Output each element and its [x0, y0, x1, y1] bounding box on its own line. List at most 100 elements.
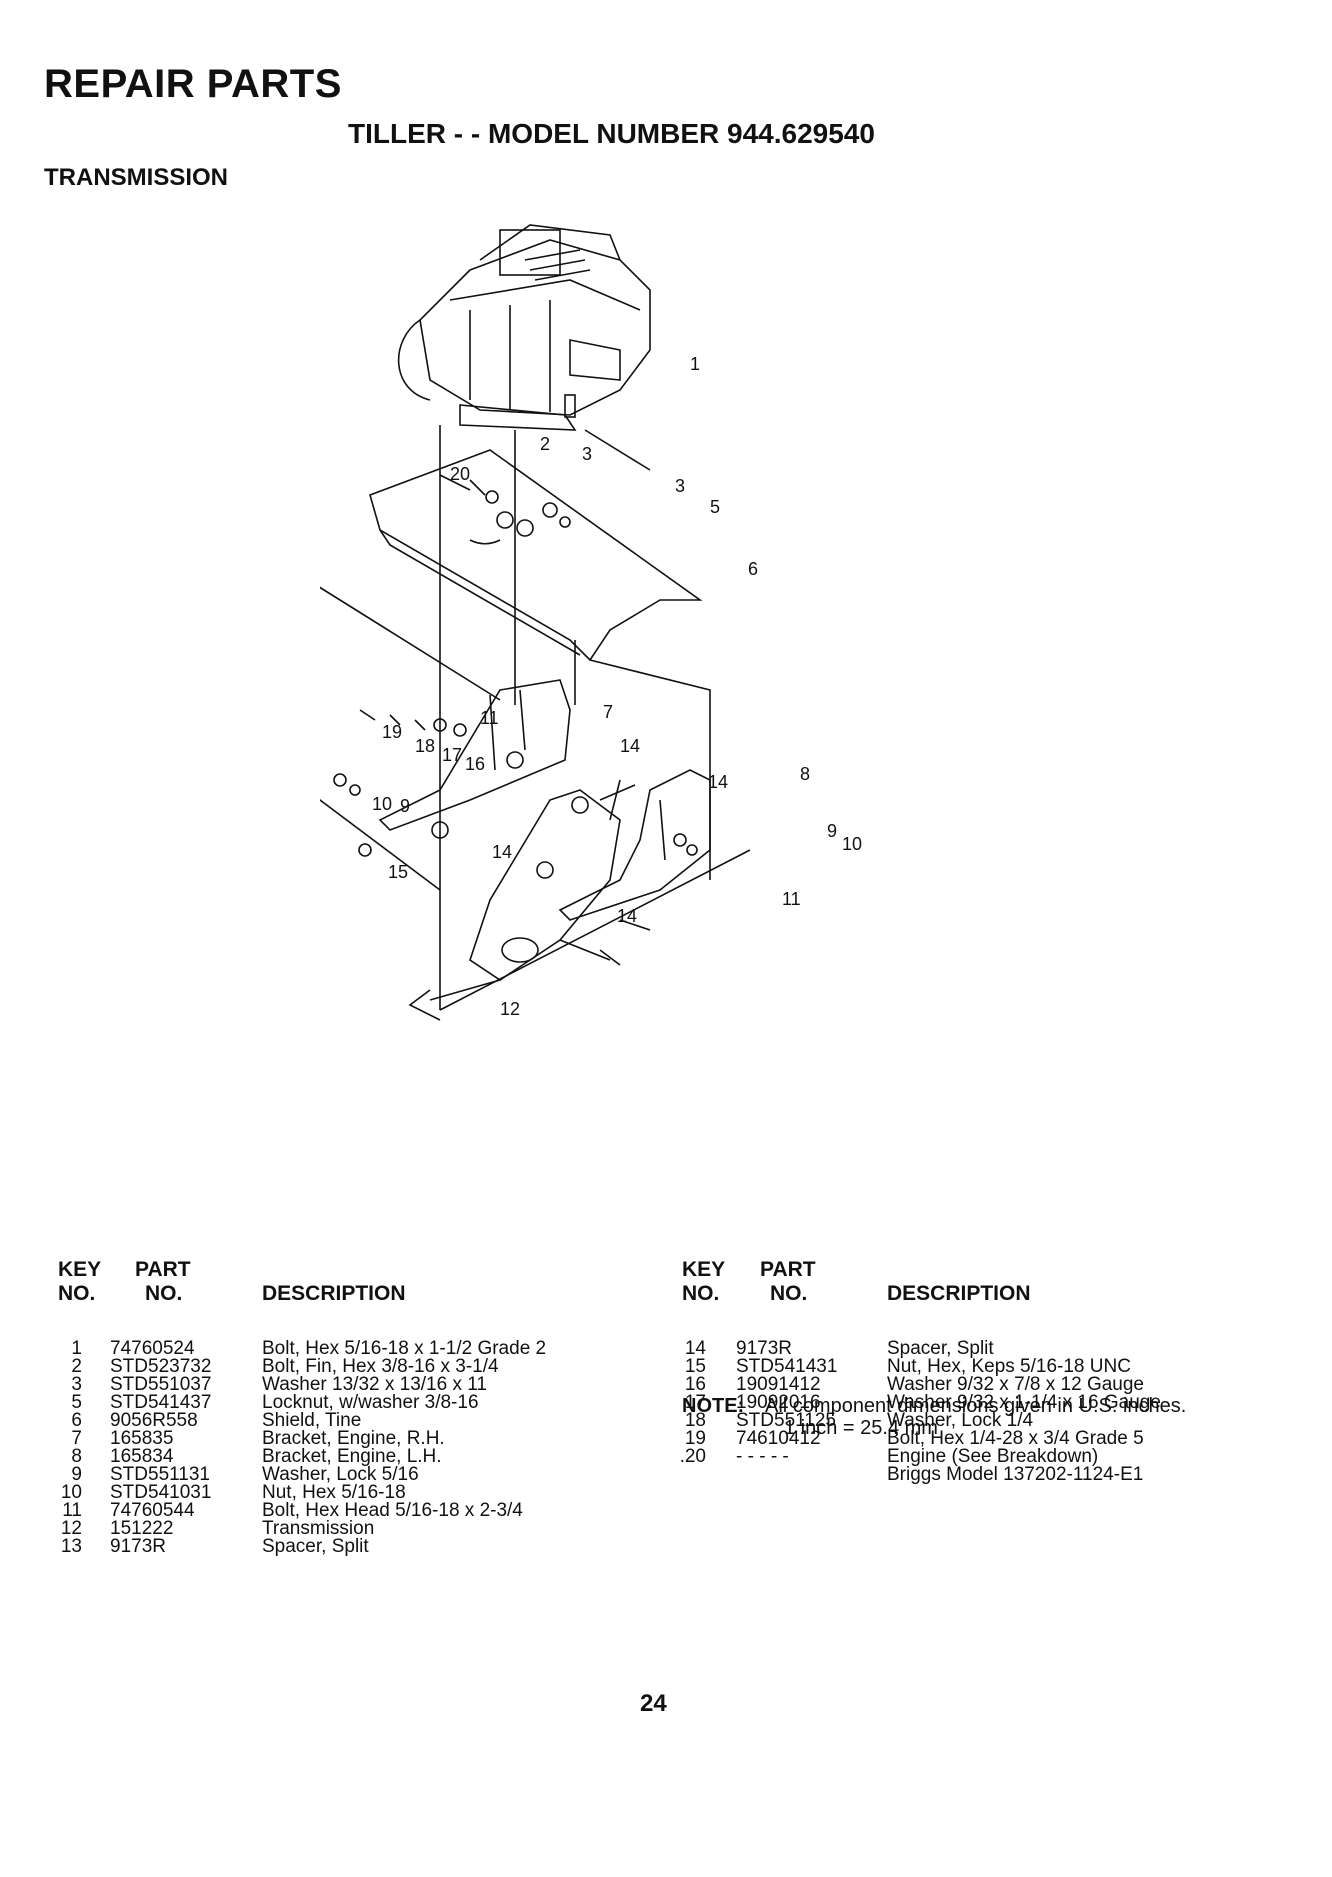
- left-part-header: PART NO.: [135, 1258, 191, 1305]
- part-number: STD541437: [110, 1392, 212, 1413]
- key-number: 2: [71, 1356, 82, 1377]
- key-number: 11: [62, 1500, 82, 1521]
- callout-15: 15: [388, 862, 408, 882]
- tine-shield-illustration: [369, 449, 703, 662]
- part-description: Spacer, Split: [887, 1338, 994, 1359]
- part-number: 19091412: [736, 1374, 821, 1395]
- exploded-parts-diagram: 1 2 3 3 5 6 7 8 9 9 10 10 11 11 12 14 14…: [320, 224, 862, 1021]
- section-title: TRANSMISSION: [44, 164, 229, 191]
- part-description: Bolt, Hex 5/16-18 x 1-1/2 Grade 2: [262, 1338, 547, 1359]
- key-number: 3: [71, 1374, 82, 1395]
- callout-5: 5: [710, 497, 720, 517]
- part-number: 165834: [110, 1446, 174, 1467]
- part-description: Locknut, w/washer 3/8-16: [262, 1392, 479, 1413]
- callout-11a: 11: [480, 708, 499, 728]
- part-number: 74760524: [110, 1338, 195, 1359]
- callout-16: 16: [465, 754, 485, 774]
- part-number: STD541031: [110, 1482, 212, 1503]
- right-part-header: PART NO.: [760, 1258, 816, 1305]
- callout-6: 6: [748, 559, 758, 579]
- callout-19: 19: [382, 722, 402, 742]
- callout-1: 1: [690, 354, 700, 374]
- part-description: Bolt, Fin, Hex 3/8-16 x 3-1/4: [262, 1356, 499, 1377]
- key-number: 16: [684, 1374, 706, 1395]
- callout-17: 17: [442, 745, 462, 765]
- note-label: NOTE:: [682, 1395, 745, 1417]
- key-number: 5: [71, 1392, 82, 1413]
- part-number: 9056R558: [110, 1410, 198, 1431]
- part-description: Washer 9/32 x 1-1/4 x 16 Gauge: [887, 1392, 1161, 1413]
- bracket-lh-illustration: [558, 769, 711, 921]
- part-description: Washer 13/32 x 13/16 x 11: [262, 1374, 487, 1395]
- part-description: Washer 9/32 x 7/8 x 12 Gauge: [887, 1374, 1145, 1395]
- key-number: 19: [684, 1428, 706, 1449]
- callout-3a: 3: [582, 444, 592, 464]
- part-number: 9173R: [110, 1536, 166, 1557]
- part-description: Washer, Lock 5/16: [262, 1464, 419, 1485]
- key-number: 7: [71, 1428, 82, 1449]
- key-number: 17: [684, 1392, 706, 1413]
- part-description: Bolt, Hex 1/4-28 x 3/4 Grade 5: [887, 1428, 1144, 1449]
- key-number: 6: [71, 1410, 82, 1431]
- right-key-header: KEY NO.: [682, 1258, 726, 1305]
- callout-14a: 14: [620, 736, 640, 756]
- callout-14c: 14: [492, 842, 512, 862]
- callout-9b: 9: [827, 821, 837, 841]
- part-description: Engine (See Breakdown): [887, 1446, 1099, 1467]
- key-number: .20: [679, 1446, 706, 1467]
- part-number: 9173R: [736, 1338, 792, 1359]
- note-line-2: 1 inch = 25.4 mm: [784, 1417, 938, 1439]
- part-description: Washer, Lock 1/4: [887, 1410, 1034, 1431]
- model-subtitle: TILLER - - MODEL NUMBER 944.629540: [348, 118, 875, 149]
- part-description: Bolt, Hex Head 5/16-18 x 2-3/4: [262, 1500, 523, 1521]
- part-number: 74760544: [110, 1500, 195, 1521]
- transmission-illustration: [408, 779, 636, 1021]
- key-number: 14: [684, 1338, 706, 1359]
- part-number: STD551131: [110, 1464, 210, 1485]
- left-key-header: KEY NO.: [58, 1258, 102, 1305]
- right-description-header: DESCRIPTION: [887, 1282, 1031, 1305]
- hardware-illustrations: [333, 394, 698, 931]
- part-description: Nut, Hex 5/16-18: [262, 1482, 406, 1503]
- callout-7: 7: [603, 702, 613, 722]
- part-number: STD551125: [736, 1410, 836, 1431]
- part-number: 74610412: [736, 1428, 821, 1449]
- part-description: Bracket, Engine, L.H.: [262, 1446, 442, 1467]
- key-number: 13: [60, 1536, 82, 1557]
- part-description: Shield, Tine: [262, 1410, 362, 1431]
- bracket-rh-illustration: [378, 679, 571, 831]
- key-number: 18: [684, 1410, 706, 1431]
- callout-20: 20: [450, 464, 470, 484]
- callout-3b: 3: [675, 476, 685, 496]
- part-number: STD523732: [110, 1356, 212, 1377]
- callout-2: 2: [540, 434, 550, 454]
- key-number: 8: [71, 1446, 82, 1467]
- callout-11b: 11: [782, 889, 801, 909]
- callout-14b: 14: [708, 772, 728, 792]
- part-number: 151222: [110, 1518, 174, 1539]
- page-number: 24: [640, 1690, 667, 1717]
- key-number: 9: [71, 1464, 82, 1485]
- callout-10a: 10: [372, 794, 392, 814]
- part-number: 165835: [110, 1428, 174, 1449]
- left-description-header: DESCRIPTION: [262, 1282, 406, 1305]
- callout-18: 18: [415, 736, 435, 756]
- callout-12: 12: [500, 999, 520, 1019]
- callout-14d: 14: [617, 906, 637, 926]
- key-number: 15: [684, 1356, 706, 1377]
- callout-9a: 9: [400, 796, 410, 816]
- callout-8: 8: [800, 764, 810, 784]
- key-number: 10: [60, 1482, 82, 1503]
- page-title: REPAIR PARTS: [44, 62, 342, 106]
- part-description: Briggs Model 137202-1124-E1: [887, 1464, 1144, 1485]
- key-number: 1: [71, 1338, 82, 1359]
- part-description: Nut, Hex, Keps 5/16-18 UNC: [887, 1356, 1131, 1377]
- part-description: Bracket, Engine, R.H.: [262, 1428, 445, 1449]
- part-number: STD541431: [736, 1356, 838, 1377]
- engine-illustration: [397, 224, 651, 431]
- part-number: - - - - -: [736, 1446, 789, 1467]
- note-line-1: All component dimensions given in U.S. i…: [765, 1395, 1187, 1417]
- part-description: Spacer, Split: [262, 1536, 369, 1557]
- part-number: STD551037: [110, 1374, 212, 1395]
- part-description: Transmission: [262, 1518, 375, 1539]
